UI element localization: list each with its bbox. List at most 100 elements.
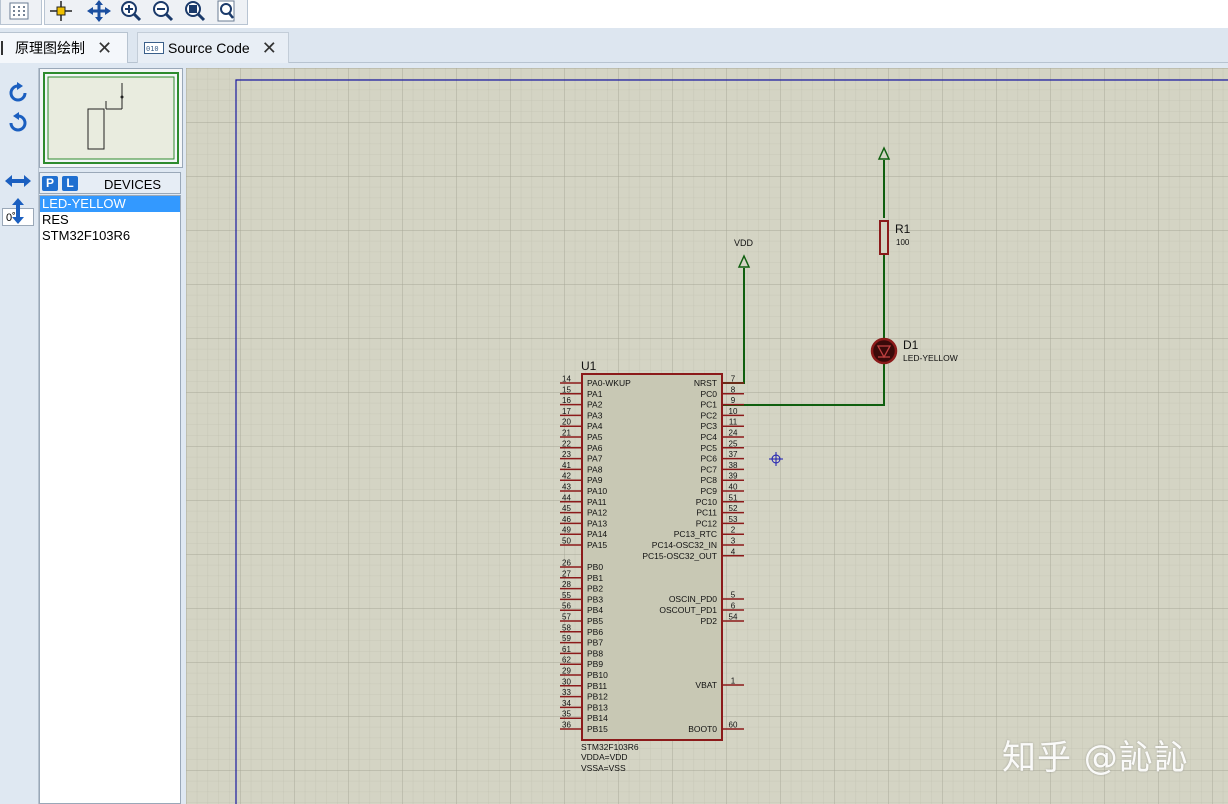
device-item-led-yellow[interactable]: LED-YELLOW [40, 196, 180, 212]
zoom-in-button[interactable] [117, 0, 145, 22]
mirror-horizontal-button[interactable] [4, 168, 32, 194]
power-terminal[interactable] [877, 146, 891, 160]
pin-number: 21 [562, 429, 571, 438]
pin-number: 53 [729, 515, 738, 524]
resistor-r1[interactable]: R1 100 [879, 220, 911, 255]
close-icon[interactable]: ✕ [261, 37, 277, 58]
pin-number: 14 [562, 375, 571, 384]
pin-number: 17 [562, 407, 571, 416]
device-item-stm32f103r6[interactable]: STM32F103R6 [42, 228, 131, 243]
led-d1[interactable]: D1 LED-YELLOW [870, 337, 958, 365]
pan-button[interactable] [85, 0, 113, 22]
rotate-anticlockwise-button[interactable] [4, 110, 32, 136]
grid-toggle-button[interactable] [5, 0, 33, 22]
zoom-out-button[interactable] [149, 0, 177, 22]
pin-name: PA14 [587, 529, 607, 539]
pin-number: 2 [731, 526, 736, 535]
devices-list: LED-YELLOW RES STM32F103R6 [39, 195, 181, 804]
pin-name: PC8 [700, 475, 717, 485]
pin-name: PC15-OSC32_OUT [642, 551, 717, 561]
vdd-terminal[interactable]: VDD [734, 238, 754, 268]
u1-right-pins: 7NRST8PC09PC110PC211PC324PC425PC537PC638… [642, 375, 744, 735]
rotate-clockwise-button[interactable] [4, 80, 32, 106]
pin-number: 25 [729, 439, 738, 448]
pin-name: OSCIN_PD0 [669, 594, 717, 604]
pin-number: 15 [562, 385, 571, 394]
device-item-res[interactable]: RES [42, 212, 69, 227]
schematic-icon [1, 41, 11, 55]
pin-number: 51 [729, 493, 738, 502]
overview-panel[interactable] [39, 68, 183, 168]
pin-number: 9 [731, 396, 736, 405]
origin-button[interactable] [47, 0, 75, 22]
mirror-vertical-button[interactable] [4, 198, 32, 224]
zoom-all-button[interactable] [181, 0, 209, 22]
library-manager-button[interactable]: L [62, 176, 78, 191]
tab-source-code[interactable]: 010 Source Code ✕ [137, 32, 289, 63]
zoom-area-button[interactable] [213, 0, 241, 22]
pin-number: 57 [562, 613, 571, 622]
close-icon[interactable]: ✕ [97, 37, 113, 58]
pin-number: 7 [731, 375, 736, 384]
tab-schematic[interactable]: 原理图绘制 ✕ [0, 32, 128, 63]
schematic-canvas[interactable]: VDD R1 100 D1 LED-YELLOW U1 STM32F103R6 … [186, 68, 1228, 804]
pick-device-button[interactable]: P [42, 176, 58, 191]
